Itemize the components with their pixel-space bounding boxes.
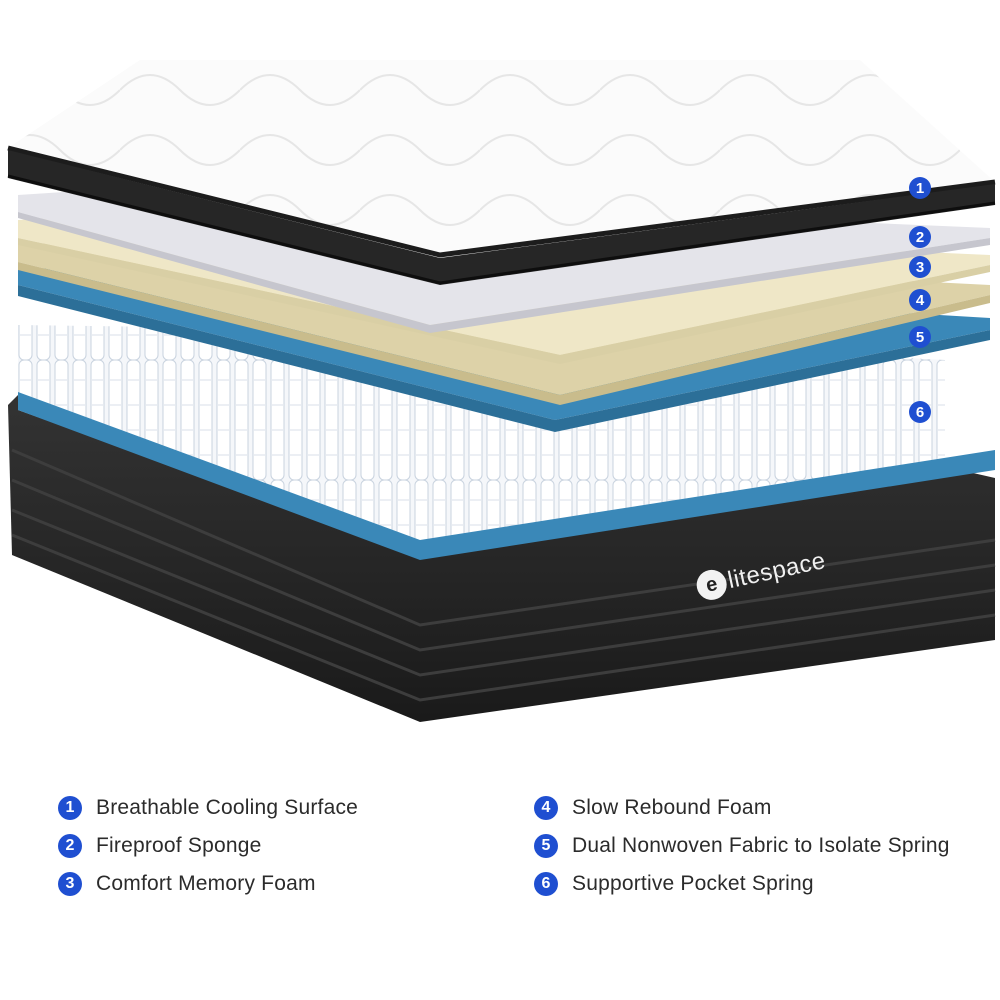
legend-label-5: Dual Nonwoven Fabric to Isolate Spring	[572, 834, 950, 857]
legend-number-5: 5	[534, 834, 558, 858]
legend-number-4: 4	[534, 796, 558, 820]
legend-item-1: 1 Breathable Cooling Surface	[58, 796, 534, 820]
layer-marker-1: 1	[909, 177, 931, 199]
legend-number-3: 3	[58, 872, 82, 896]
legend-number-1: 1	[58, 796, 82, 820]
lower-nonwoven-fabric	[18, 392, 995, 560]
layer-marker-4: 4	[909, 289, 931, 311]
layer-marker-2: 2	[909, 226, 931, 248]
legend-item-6: 6 Supportive Pocket Spring	[534, 872, 988, 896]
layer-marker-5: 5	[909, 326, 931, 348]
legend-label-4: Slow Rebound Foam	[572, 796, 772, 819]
legend-label-1: Breathable Cooling Surface	[96, 796, 359, 819]
layer-marker-3: 3	[909, 256, 931, 278]
layer-marker-6: 6	[909, 401, 931, 423]
legend-label-2: Fireproof Sponge	[96, 834, 262, 857]
legend-item-5: 5 Dual Nonwoven Fabric to Isolate Spring	[534, 834, 988, 858]
layer-legend: 1 Breathable Cooling Surface 4 Slow Rebo…	[58, 796, 988, 896]
brand-mark-icon: e	[693, 567, 730, 603]
breathable-cooling-surface	[7, 60, 996, 285]
legend-item-4: 4 Slow Rebound Foam	[534, 796, 988, 820]
mattress-layers-illustration	[7, 60, 996, 722]
legend-number-6: 6	[534, 872, 558, 896]
legend-item-3: 3 Comfort Memory Foam	[58, 872, 534, 896]
legend-label-3: Comfort Memory Foam	[96, 872, 316, 895]
legend-label-6: Supportive Pocket Spring	[572, 872, 814, 895]
legend-number-2: 2	[58, 834, 82, 858]
legend-item-2: 2 Fireproof Sponge	[58, 834, 534, 858]
